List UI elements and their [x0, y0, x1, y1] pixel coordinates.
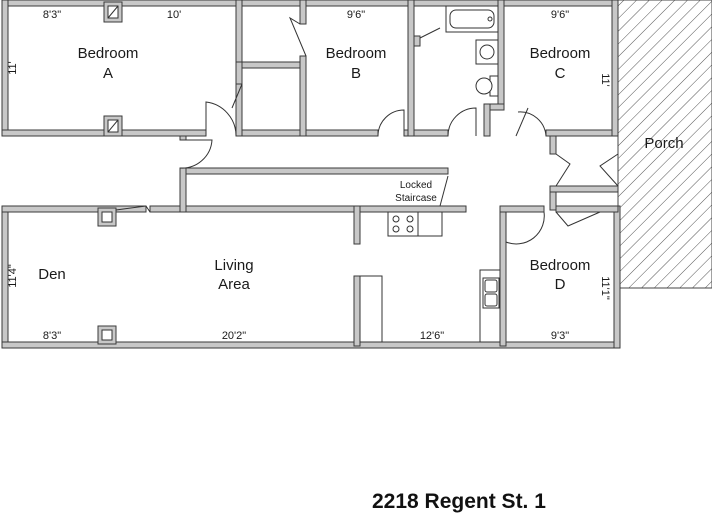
interior-walls: [235, 0, 505, 347]
dim-a-width-1: 8'3": [43, 9, 61, 21]
dim-a-height: 11': [7, 61, 19, 75]
bedroom-d-label: Bedroom: [530, 257, 591, 274]
staircase-label: Staircase: [395, 193, 437, 204]
bedroom-a-letter: A: [103, 65, 113, 82]
dim-d-height: 11'1": [599, 276, 611, 300]
bedroom-a-label: Bedroom: [78, 45, 139, 62]
den-label: Den: [38, 266, 66, 283]
dim-den-width: 8'3": [43, 330, 61, 342]
dim-b-width: 9'6": [347, 9, 365, 21]
bedroom-c-label: Bedroom: [530, 45, 591, 62]
dim-d-width: 9'3": [551, 330, 569, 342]
dim-a-width-2: 10': [167, 9, 181, 21]
bedroom-b-letter: B: [351, 65, 361, 82]
bedroom-d-letter: D: [555, 276, 566, 293]
kitchen-fixtures: [359, 211, 501, 343]
outer-walls: [1, 0, 621, 349]
living-label-2: Area: [218, 276, 250, 293]
doors: [115, 16, 619, 245]
stove: [387, 211, 419, 237]
porch-label: Porch: [644, 135, 683, 152]
dim-kitchen-width: 12'6": [420, 330, 444, 342]
chimneys: [97, 1, 123, 345]
bedroom-c-letter: C: [555, 65, 566, 82]
bathroom-fixtures: [445, 5, 499, 97]
living-label: Living: [214, 257, 253, 274]
locked-label: Locked: [400, 180, 432, 191]
plan-title: 2218 Regent St. 1: [372, 490, 546, 513]
dim-living-width: 20'2": [222, 330, 246, 342]
dim-c-width: 9'6": [551, 9, 569, 21]
dim-c-height: 11': [599, 73, 611, 87]
dim-den-height: 11'4": [7, 264, 19, 288]
bedroom-b-label: Bedroom: [326, 45, 387, 62]
